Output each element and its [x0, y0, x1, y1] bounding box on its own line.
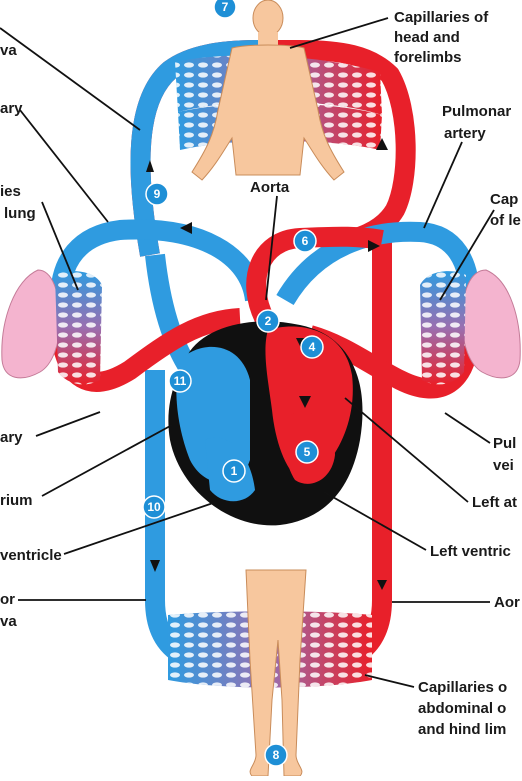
label-right-atrium: rium [0, 492, 33, 509]
step-markers: 7 9 6 2 4 11 5 1 [142, 0, 324, 767]
label-superior-vena-cava: va [0, 42, 17, 59]
svg-text:2: 2 [265, 314, 272, 328]
svg-text:4: 4 [309, 340, 316, 354]
label-pulmonary-vein-left: ary [0, 429, 23, 446]
pulmonary-artery-to-left-lung [276, 221, 480, 306]
label-left-atrium: Left at [472, 494, 517, 511]
svg-text:8: 8 [273, 748, 280, 762]
svg-text:5: 5 [304, 445, 311, 459]
label-cap-abdominal-2: abdominal o [418, 700, 506, 717]
svg-text:10: 10 [147, 500, 161, 514]
label-cap-right-lung-1: ies [0, 183, 21, 200]
label-cap-head-1: Capillaries of [394, 9, 489, 26]
marker-10: 10 [142, 495, 166, 519]
marker-11: 11 [168, 369, 192, 393]
label-pulmonary-artery-right-1: Pulmonar [442, 103, 511, 120]
label-cap-right-lung-2: lung [4, 205, 36, 222]
label-aorta-bottom: Aor [494, 594, 520, 611]
leader-lines [0, 17, 495, 688]
svg-text:9: 9 [154, 187, 161, 201]
label-cap-left-lung-2: of le [490, 212, 521, 229]
head-blue-vessel [130, 40, 261, 257]
label-cap-head-3: forelimbs [394, 49, 462, 66]
label-inferior-vena-cava-1: or [0, 591, 15, 608]
labels: Capillaries of head and forelimbs va ary… [0, 9, 521, 738]
label-pulmonary-artery-left: ary [0, 100, 23, 117]
upper-body-figure [191, 0, 345, 181]
label-cap-abdominal-1: Capillaries o [418, 679, 507, 696]
right-lung [1, 269, 61, 379]
label-inferior-vena-cava-2: va [0, 613, 17, 630]
marker-9: 9 [145, 182, 169, 206]
marker-1: 1 [222, 459, 246, 483]
svg-text:1: 1 [231, 464, 238, 478]
label-cap-left-lung-1: Cap [490, 191, 518, 208]
label-aorta-top: Aorta [250, 179, 290, 196]
heart [168, 321, 363, 526]
marker-8: 8 [264, 743, 288, 767]
marker-7: 7 [213, 0, 237, 19]
label-right-ventricle: ventricle [0, 547, 62, 564]
label-pulmonary-vein-right-2: vei [493, 457, 514, 474]
label-cap-abdominal-3: and hind lim [418, 721, 506, 738]
svg-text:11: 11 [174, 374, 187, 388]
label-pulmonary-artery-right-2: artery [444, 125, 486, 142]
label-cap-head-2: head and [394, 29, 460, 46]
marker-4: 4 [300, 335, 324, 359]
label-pulmonary-vein-right-1: Pul [493, 435, 516, 452]
label-left-ventricle: Left ventric [430, 543, 511, 560]
lower-body-figure [245, 569, 307, 777]
marker-2: 2 [256, 309, 280, 333]
marker-6: 6 [293, 229, 317, 253]
svg-text:7: 7 [222, 0, 229, 14]
svg-text:6: 6 [302, 234, 309, 248]
marker-5: 5 [295, 440, 319, 464]
